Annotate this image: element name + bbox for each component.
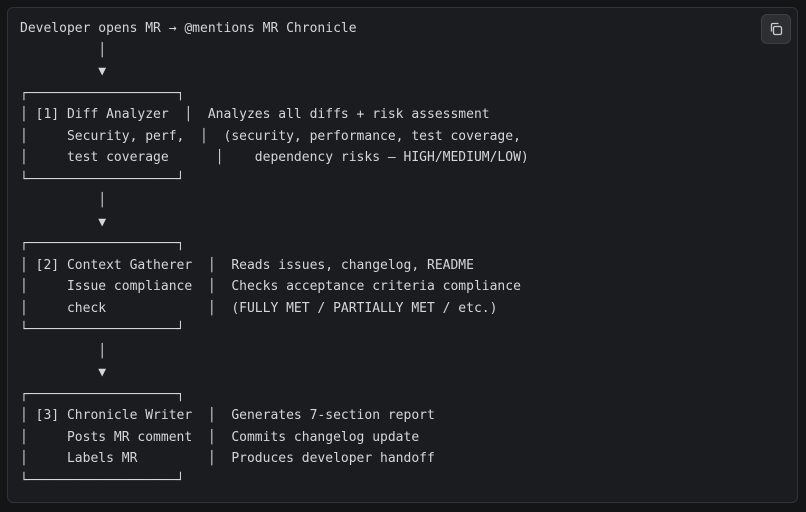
code-line: │ check │ (FULLY MET / PARTIALLY MET / e… (20, 300, 498, 316)
code-line: │ (20, 193, 107, 208)
code-line: │ Posts MR comment │ Commits changelog u… (20, 429, 420, 445)
code-line: Developer opens MR → @mentions MR Chroni… (20, 21, 357, 36)
code-line: ▼ (20, 64, 107, 79)
code-line: │ (20, 343, 107, 359)
code-content: Developer opens MR → @mentions MR Chroni… (20, 18, 529, 491)
code-line: ┌───────────────────┐ (20, 386, 185, 402)
code-line: └───────────────────┘ (20, 322, 185, 337)
code-line: │ test coverage │ dependency risks — HIG… (20, 150, 529, 165)
code-line: │ Security, perf, │ (security, performan… (20, 128, 521, 144)
copy-icon (769, 22, 783, 36)
code-line: │ [2] Context Gatherer │ Reads issues, c… (20, 257, 474, 273)
code-line: │ (20, 42, 107, 58)
code-line: ▼ (20, 365, 107, 380)
code-line: ▼ (20, 214, 107, 230)
code-block: Developer opens MR → @mentions MR Chroni… (7, 7, 798, 503)
code-line: │ Issue compliance │ Checks acceptance c… (20, 279, 521, 294)
code-line: │ [1] Diff Analyzer │ Analyzes all diffs… (20, 107, 490, 122)
code-line: └───────────────────┘ (20, 171, 185, 187)
code-line: └───────────────────┘ (20, 472, 185, 488)
code-line: │ [3] Chronicle Writer │ Generates 7-sec… (20, 408, 435, 423)
code-line: ┌───────────────────┐ (20, 236, 185, 251)
code-line: ┌───────────────────┐ (20, 85, 185, 101)
copy-button[interactable] (761, 14, 791, 44)
code-line: │ Labels MR │ Produces developer handoff (20, 451, 435, 466)
